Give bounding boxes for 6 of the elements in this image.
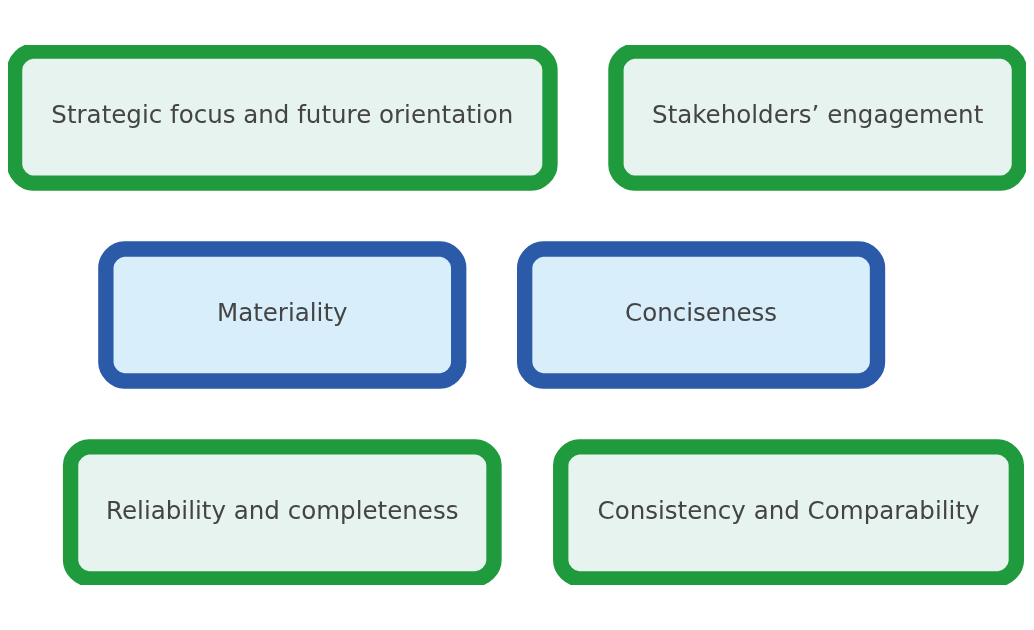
- node-box: Conciseness: [517, 241, 886, 389]
- node-box: Strategic focus and future orientation: [8, 45, 558, 191]
- node-box: Materiality: [98, 241, 467, 389]
- node-box: Stakeholders’ engagement: [608, 45, 1026, 191]
- node-box: Consistency and Comparability: [553, 439, 1024, 585]
- node-box: Reliability and completeness: [62, 439, 502, 585]
